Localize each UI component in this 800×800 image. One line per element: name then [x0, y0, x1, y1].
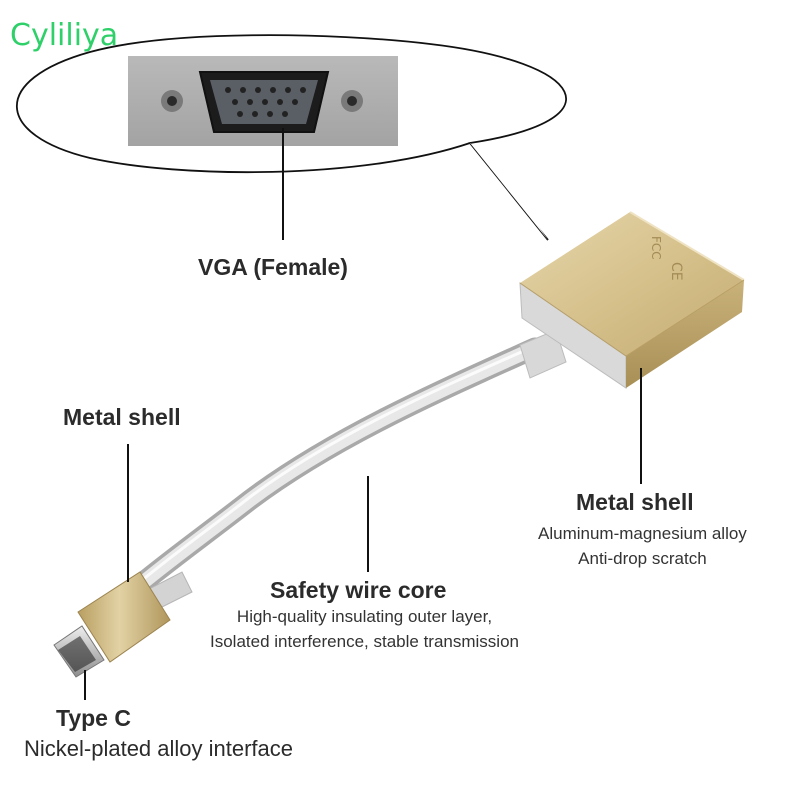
vga-label: VGA (Female) [198, 254, 348, 280]
metal-shell-box-description: Aluminum-magnesium alloy Anti-drop scrat… [538, 521, 747, 571]
safety-wire-label: Safety wire core [270, 577, 447, 603]
certification-mark: FCC [649, 236, 663, 260]
type-c-description: Nickel-plated alloy interface [24, 736, 294, 761]
cable [129, 337, 546, 596]
vga-port-icon [128, 56, 398, 146]
type-c-plug [53, 571, 193, 678]
brand-watermark: Cyliliya [10, 18, 119, 53]
type-c-label: Type C [56, 705, 131, 731]
adapter-box: CE FCC [519, 211, 745, 389]
certification-mark: CE [668, 262, 684, 281]
metal-shell-box-label: Metal shell [576, 489, 694, 515]
safety-wire-line: High-quality insulating outer layer, [236, 607, 493, 626]
safety-wire-description: High-quality insulating outer layer, Iso… [210, 604, 519, 654]
metal-shell-box-line: Anti-drop scratch [578, 549, 707, 568]
metal-shell-box-line: Aluminum-magnesium alloy [538, 524, 747, 543]
metal-shell-plug-label: Metal shell [63, 404, 181, 430]
safety-wire-line: Isolated interference, stable transmissi… [210, 632, 519, 651]
